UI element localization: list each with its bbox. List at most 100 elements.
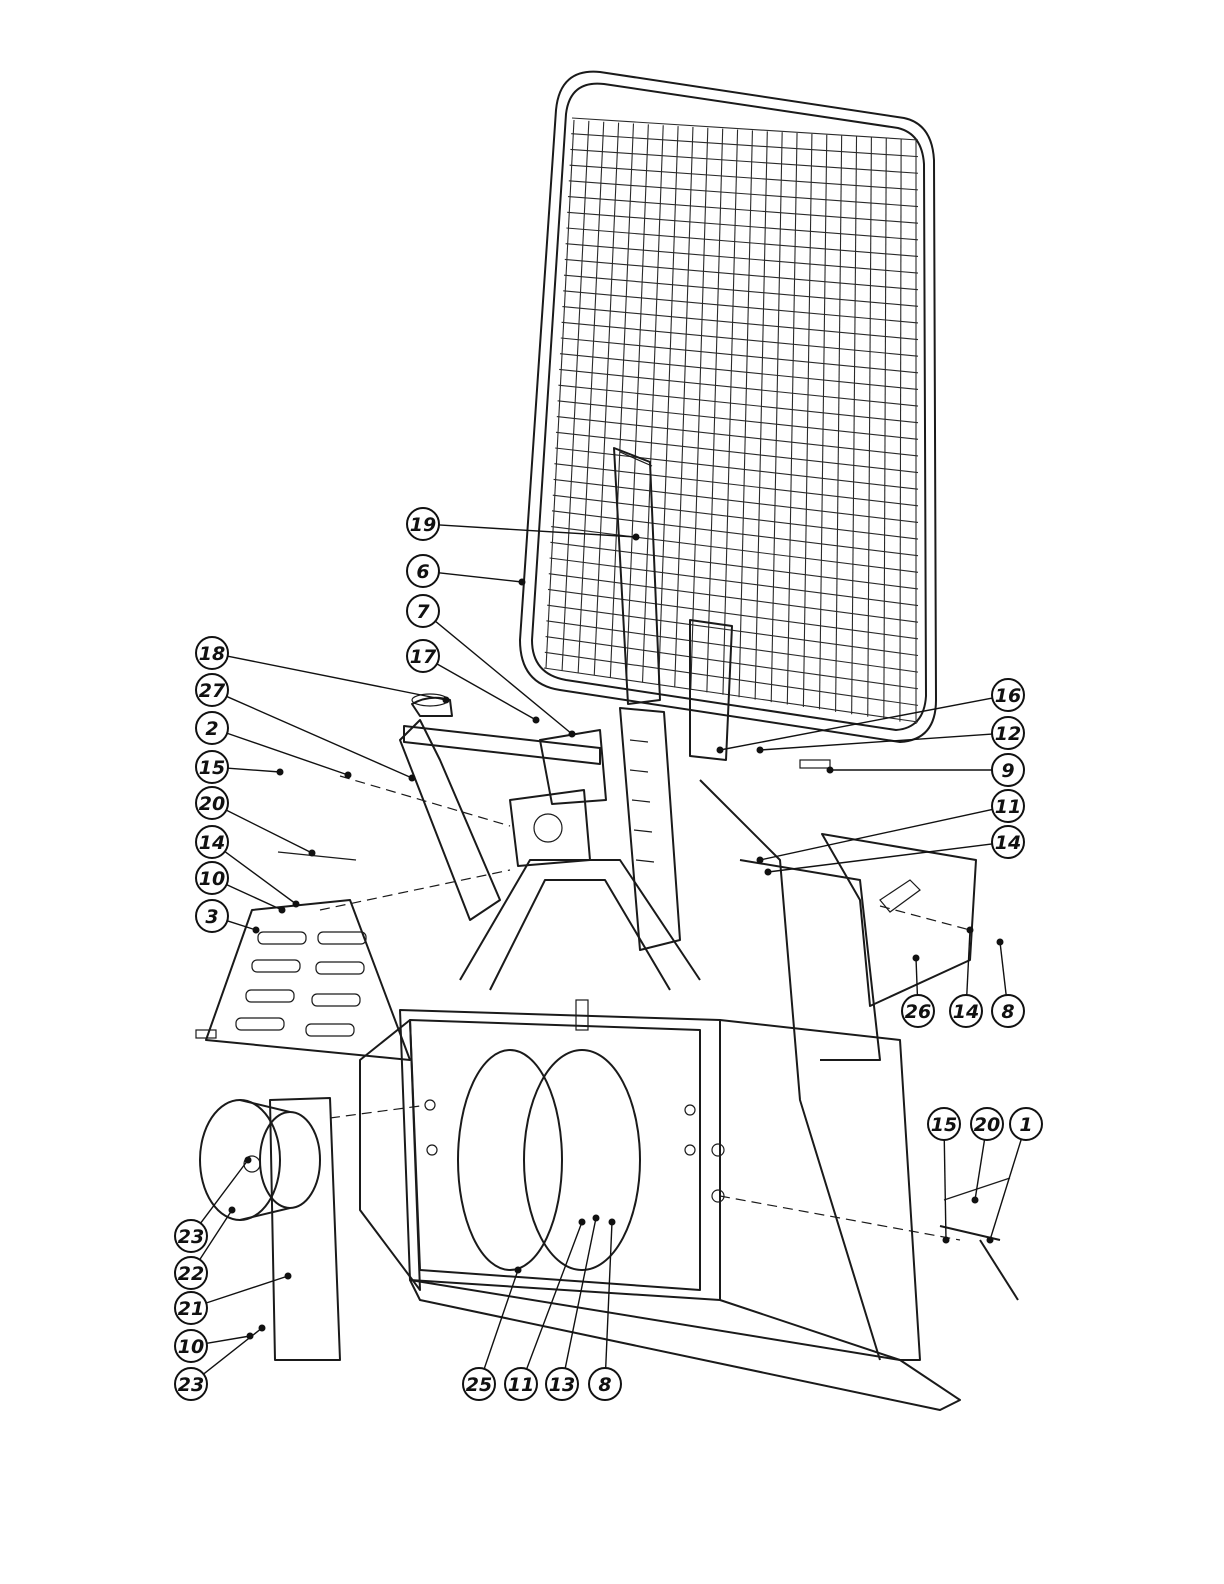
callout-target-dot [569, 731, 576, 738]
callout-number: 11 [508, 1374, 534, 1396]
callout-target-dot [409, 775, 416, 782]
callout-target-dot [913, 955, 920, 962]
callout-target-dot [519, 579, 526, 586]
callout-target-dot [997, 939, 1004, 946]
alignment-lines [320, 776, 970, 1240]
callout-target-dot [765, 869, 772, 876]
callout-number: 12 [995, 723, 1021, 745]
callout-number: 3 [205, 906, 218, 928]
callout-leader-line [206, 1276, 288, 1303]
callout-number: 11 [995, 796, 1021, 818]
callout-leader-line [990, 1139, 1021, 1240]
callout-number: 15 [199, 757, 225, 779]
callout-leader-line [944, 1140, 946, 1240]
callout-leader-line [204, 1328, 262, 1374]
callout-15: 15 [196, 751, 284, 783]
callout-target-dot [757, 747, 764, 754]
callout-number: 10 [178, 1336, 204, 1358]
callout-leader-line [975, 1140, 985, 1200]
callout-target-dot [972, 1197, 979, 1204]
callout-15: 15 [928, 1108, 960, 1244]
callout-target-dot [253, 927, 260, 934]
callout-target-dot [245, 1157, 252, 1164]
main-frame [360, 780, 960, 1410]
callout-leader-line [201, 1160, 248, 1223]
callout-number: 10 [199, 868, 225, 890]
callout-number: 18 [199, 643, 225, 665]
callout-target-dot [443, 697, 450, 704]
callout-number: 13 [549, 1374, 575, 1396]
callout-leader-line [1000, 942, 1006, 995]
callout-number: 23 [178, 1226, 204, 1248]
callout-number: 6 [416, 561, 429, 583]
callout-leader-line [439, 573, 522, 582]
callout-10: 10 [175, 1330, 254, 1362]
callout-number: 14 [953, 1001, 979, 1023]
callout-number: 2 [205, 718, 218, 740]
callout-leader-line [760, 734, 992, 750]
callout-target-dot [229, 1207, 236, 1214]
callout-9: 9 [827, 754, 1025, 786]
callout-target-dot [827, 767, 834, 774]
callout-leader-line [225, 852, 296, 904]
callout-target-dot [279, 907, 286, 914]
callout-target-dot [609, 1219, 616, 1226]
callout-target-dot [757, 857, 764, 864]
callout-number: 15 [931, 1114, 957, 1136]
callout-number: 26 [905, 1001, 931, 1023]
callout-number: 17 [410, 646, 437, 668]
callout-number: 25 [466, 1374, 492, 1396]
callout-target-dot [717, 747, 724, 754]
callout-target-dot [309, 850, 316, 857]
callout-leader-line [228, 768, 280, 772]
callout-leader-line [565, 1218, 596, 1368]
callout-target-dot [345, 772, 352, 779]
callout-number: 16 [995, 685, 1021, 707]
callout-26: 26 [902, 955, 934, 1028]
callout-leader-line [916, 958, 917, 995]
callout-target-dot [943, 1237, 950, 1244]
callout-leader-line [606, 1222, 612, 1368]
callout-number: 27 [199, 680, 226, 702]
callout-target-dot [533, 717, 540, 724]
callout-leader-line [760, 809, 992, 860]
protective-grid-screen [520, 72, 936, 742]
callout-number: 20 [199, 793, 225, 815]
callout-target-dot [593, 1215, 600, 1222]
drum-assembly [200, 1098, 340, 1360]
callout-number: 7 [416, 601, 430, 623]
callout-target-dot [987, 1237, 994, 1244]
callout-19: 19 [407, 508, 640, 541]
callout-number: 21 [178, 1298, 204, 1320]
pins-and-chains [196, 760, 1018, 1300]
callout-number: 20 [974, 1114, 1000, 1136]
callout-leader-line [226, 810, 312, 853]
callout-target-dot [515, 1267, 522, 1274]
side-plate [822, 834, 976, 1006]
callout-target-dot [579, 1219, 586, 1226]
callout-target-dot [285, 1273, 292, 1280]
callout-leader-line [435, 621, 572, 734]
callout-number: 8 [598, 1374, 611, 1396]
callouts: 1967181716271229151120141410326148152012… [175, 508, 1042, 1400]
callout-number: 22 [178, 1263, 204, 1285]
callout-8: 8 [992, 939, 1024, 1028]
callout-14: 14 [950, 927, 982, 1028]
callout-target-dot [277, 769, 284, 776]
callout-number: 8 [1001, 1001, 1014, 1023]
callout-leader-line [227, 921, 256, 930]
callout-6: 6 [407, 555, 526, 587]
callout-leader-line [227, 733, 348, 775]
callout-number: 9 [1001, 760, 1014, 782]
callout-target-dot [633, 534, 640, 541]
callout-leader-line [227, 885, 282, 910]
callout-leader-line [439, 525, 636, 537]
callout-leader-line [720, 698, 992, 750]
callout-11: 11 [757, 790, 1025, 864]
callout-leader-line [527, 1222, 582, 1369]
callout-target-dot [293, 901, 300, 908]
callout-number: 19 [410, 514, 436, 536]
callout-number: 14 [995, 832, 1021, 854]
callout-target-dot [967, 927, 974, 934]
